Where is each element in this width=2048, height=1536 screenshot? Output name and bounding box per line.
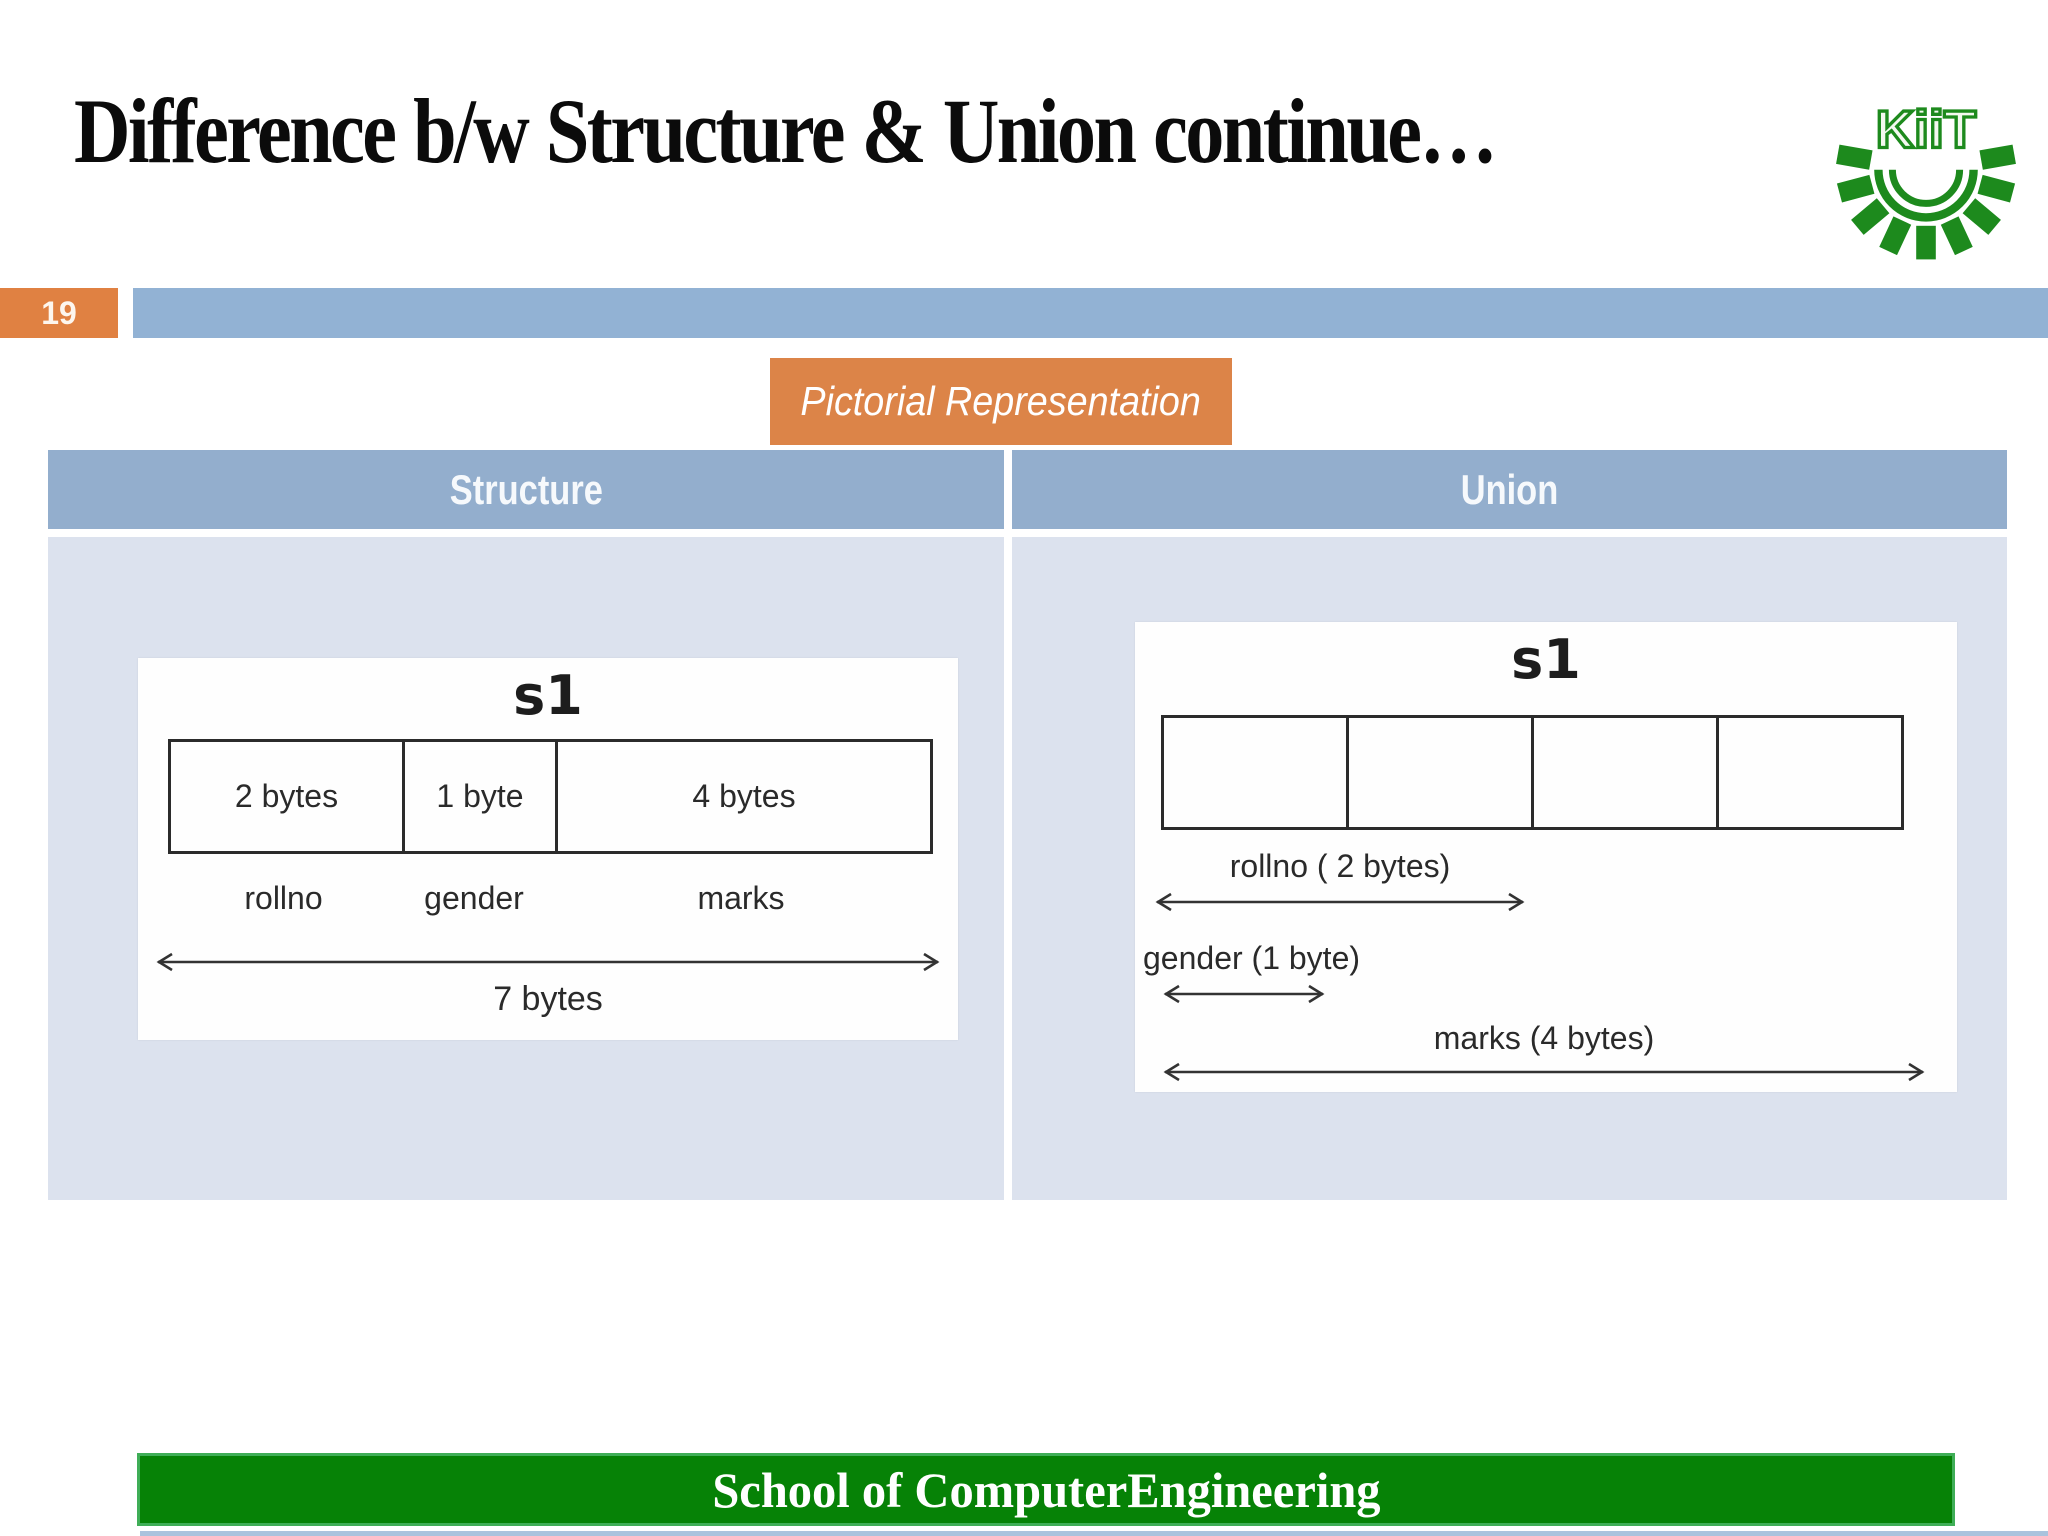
structure-variable-name: s1 bbox=[513, 664, 583, 727]
union-memory-cell bbox=[1164, 718, 1349, 827]
table-cell-union: s1 rollno ( 2 bytes) gender (1 byte) mar… bbox=[1012, 537, 2007, 1200]
union-member-rollno-label: rollno ( 2 bytes) bbox=[1229, 848, 1451, 884]
table-header-union: Union bbox=[1012, 450, 2007, 529]
union-header-label: Union bbox=[1460, 465, 1559, 513]
structure-cell-rollno-size: 2 bytes bbox=[171, 742, 405, 851]
header-strip bbox=[133, 288, 2048, 338]
badge-label: Pictorial Representation bbox=[800, 378, 1202, 424]
table-header-structure: Structure bbox=[48, 450, 1004, 529]
union-memory-cell bbox=[1534, 718, 1719, 827]
page-number-badge: 19 bbox=[0, 288, 118, 338]
union-variable-name: s1 bbox=[1511, 628, 1581, 691]
footer-banner: School of ComputerEngineering bbox=[137, 1453, 1955, 1526]
kiit-logo: KiiT bbox=[1828, 96, 2024, 266]
structure-memory-boxes: 2 bytes 1 byte 4 bytes bbox=[168, 739, 933, 854]
structure-cell-marks-size: 4 bytes bbox=[692, 778, 796, 814]
structure-member-gender: gender bbox=[424, 880, 524, 916]
union-memory-boxes bbox=[1161, 715, 1904, 830]
union-marks-size-arrow bbox=[1161, 1060, 1927, 1084]
kiit-gear-icon: KiiT bbox=[1836, 99, 2016, 260]
table-cell-structure: s1 2 bytes 1 byte 4 bytes rollno gender … bbox=[48, 537, 1004, 1200]
union-memory-cell bbox=[1719, 718, 1901, 827]
structure-member-labels: rollno gender marks bbox=[168, 880, 933, 917]
pictorial-representation-badge: Pictorial Representation bbox=[770, 358, 1232, 445]
union-member-gender-label: gender (1 byte) bbox=[1143, 940, 1361, 976]
page-number: 19 bbox=[41, 294, 77, 331]
structure-header-label: Structure bbox=[449, 465, 603, 513]
union-gender-size-arrow bbox=[1161, 982, 1327, 1006]
union-member-marks-label: marks (4 bytes) bbox=[1433, 1020, 1655, 1056]
structure-cell-gender-size: 1 byte bbox=[405, 742, 558, 851]
union-diagram: s1 rollno ( 2 bytes) gender (1 byte) mar… bbox=[1135, 622, 1957, 1092]
footer-text: School of ComputerEngineering bbox=[711, 1461, 1381, 1518]
page-title-text: Difference b/w Structure & Union continu… bbox=[74, 80, 1498, 182]
page-title: Difference b/w Structure & Union continu… bbox=[74, 78, 1746, 184]
union-rollno-size-arrow bbox=[1153, 890, 1527, 914]
structure-total-size-label: 7 bytes bbox=[493, 980, 603, 1018]
logo-text: KiiT bbox=[1876, 100, 1976, 159]
structure-member-marks: marks bbox=[697, 880, 785, 916]
structure-member-rollno: rollno bbox=[244, 880, 323, 916]
union-memory-cell bbox=[1349, 718, 1534, 827]
structure-total-size-arrow bbox=[154, 950, 942, 974]
bottom-edge-line bbox=[140, 1531, 2048, 1536]
structure-diagram: s1 2 bytes 1 byte 4 bytes rollno gender … bbox=[138, 658, 958, 1040]
